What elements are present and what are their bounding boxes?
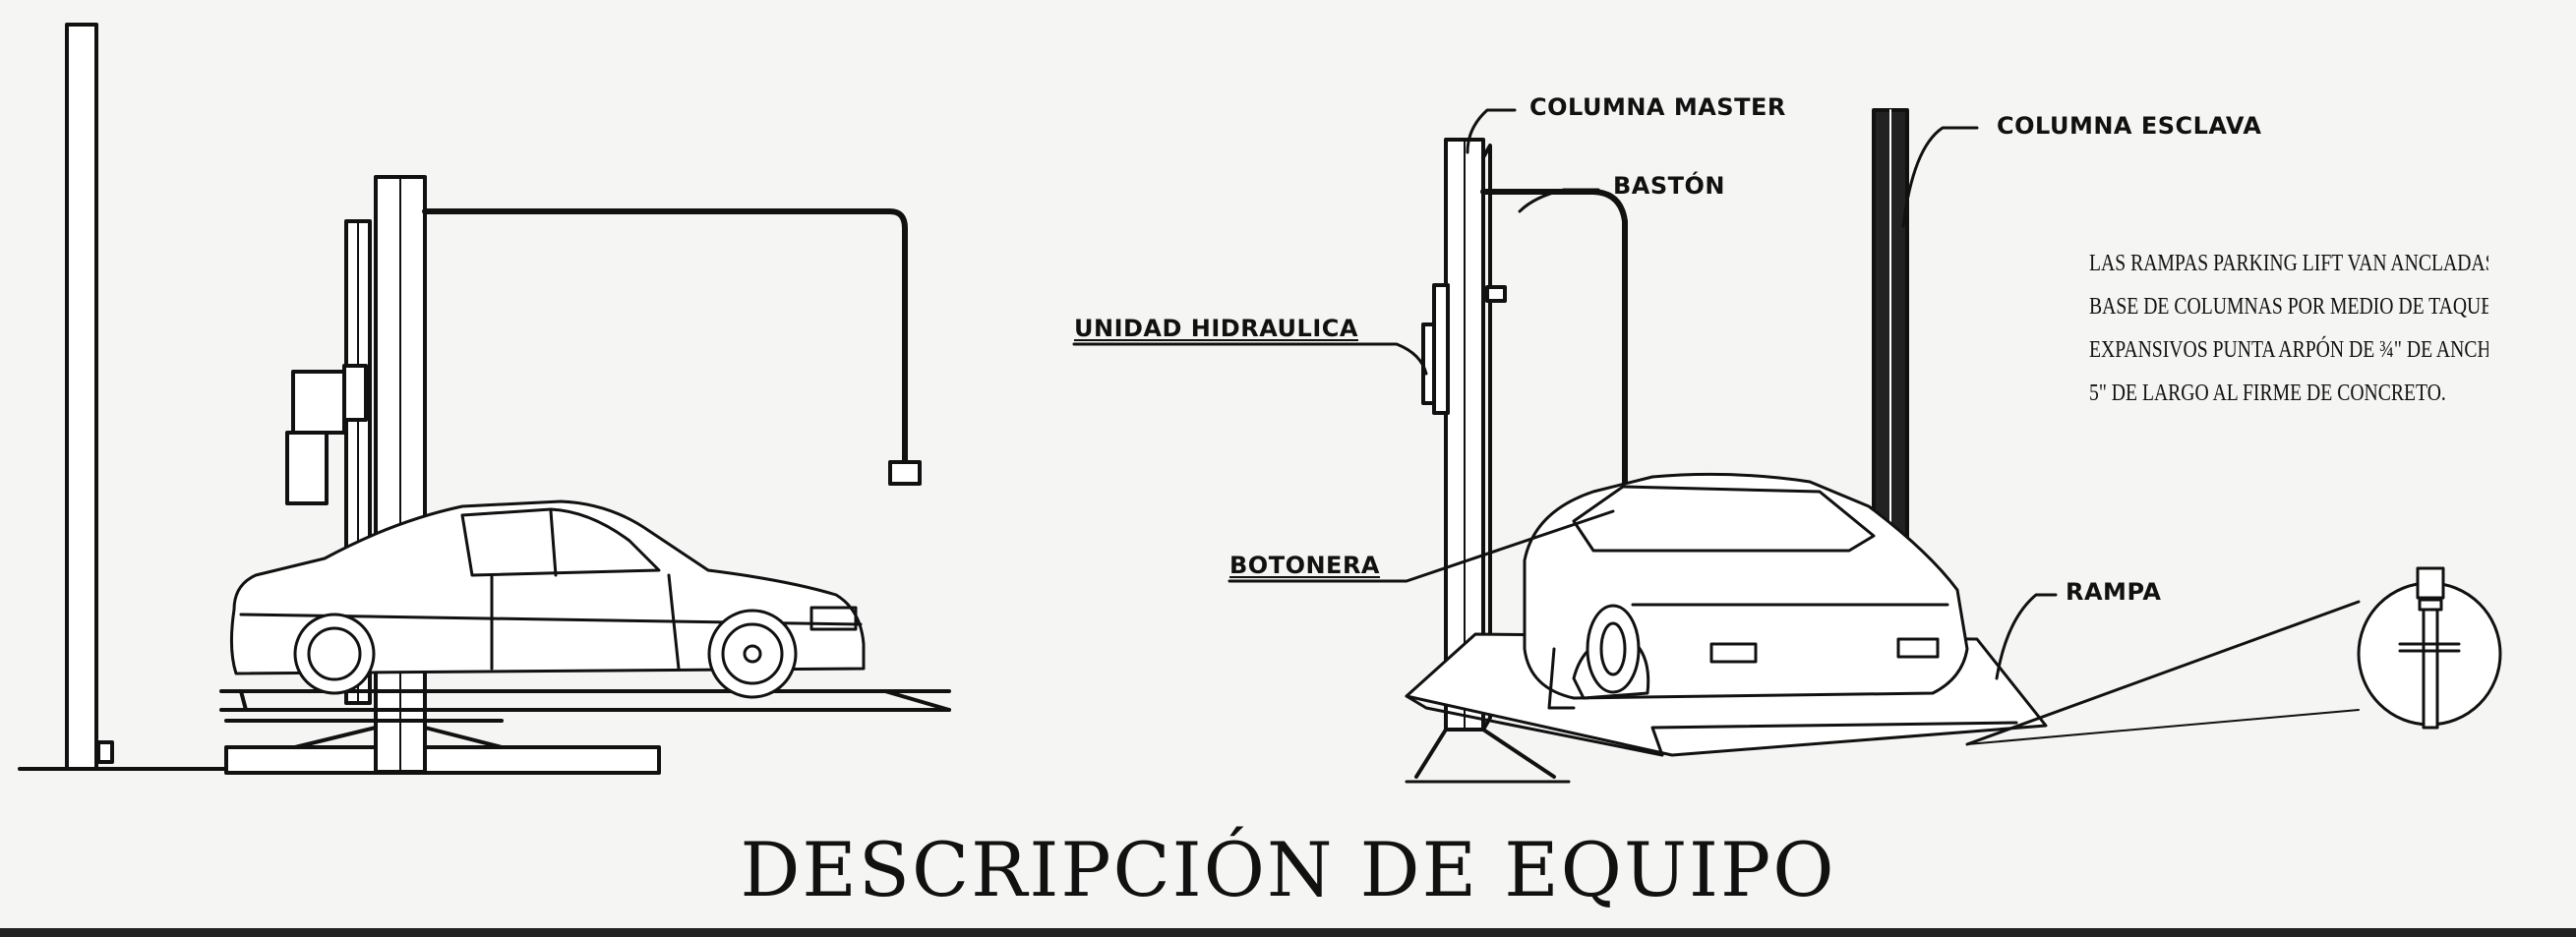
bottom-rule [0,928,2576,937]
side-view-lift [18,23,951,775]
callout-columna-esclava: COLUMNA ESCLAVA [1997,112,2262,140]
baston-hose [1480,189,1628,495]
note-line: BASE DE COLUMNAS POR MEDIO DE TAQUET [2089,294,2488,320]
side-base-plate [224,745,661,775]
note-line: LAS RAMPAS PARKING LIFT VAN ANCLADAS [2089,251,2488,276]
note-line: 5" DE LARGO AL FIRME DE CONCRETO. [2089,381,2446,406]
page-title: DESCRIPCIÓN DE EQUIPO [740,826,1836,913]
perspective-view-lift [1405,108,2502,784]
side-motor-unit [291,370,346,435]
leader-lines [1072,108,2058,680]
callout-botonera: BOTONERA [1229,552,1381,579]
callout-baston: BASTÓN [1613,172,1726,200]
callout-columna-master: COLUMNA MASTER [1529,93,1786,121]
installation-note: LAS RAMPAS PARKING LIFT VAN ANCLADAS BAS… [2089,242,2488,415]
side-left-post [65,23,98,771]
side-overhead-hose [422,208,908,465]
side-view-car [229,499,866,699]
anchor-bolt-detail [1965,566,2502,746]
callout-unidad-hidraulica: UNIDAD HIDRAULICA [1074,315,1358,342]
note-line: EXPANSIVOS PUNTA ARPÓN DE ¾" DE ANCH [2089,337,2488,363]
perspective-car [1523,472,1969,710]
callout-rampa: RAMPA [2066,578,2162,606]
